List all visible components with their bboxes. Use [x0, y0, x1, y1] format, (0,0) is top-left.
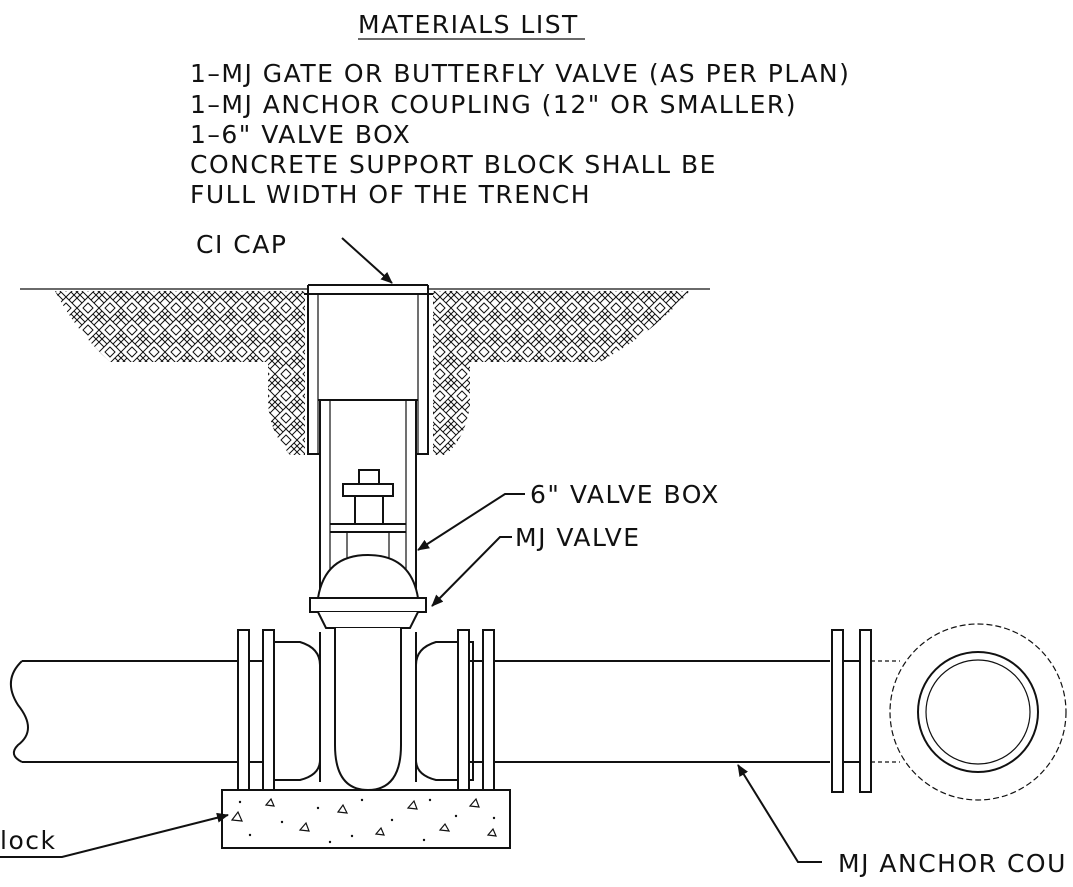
mj-valve-label: MJ VALVE — [515, 523, 641, 552]
materials-item: 1–MJ ANCHOR COUPLING (12" OR SMALLER) — [190, 90, 797, 119]
valve-box-leader — [417, 493, 525, 551]
concrete-support-block — [221, 789, 511, 849]
support-block-label: lock — [0, 826, 56, 855]
gate-wedge — [334, 628, 402, 792]
materials-item: 1–6" VALVE BOX — [190, 120, 411, 149]
valve-operator — [330, 469, 406, 570]
ci-cap-leader — [341, 237, 393, 284]
tee-outline — [889, 623, 1067, 801]
ci-cap-label: CI CAP — [196, 230, 287, 259]
materials-list: MATERIALS LIST 1–MJ GATE OR BUTTERFLY VA… — [190, 10, 850, 209]
materials-list-title: MATERIALS LIST — [358, 10, 579, 39]
mj-flange — [859, 629, 872, 793]
materials-item: CONCRETE SUPPORT BLOCK SHALL BE — [190, 150, 717, 179]
mj-flange — [831, 629, 844, 793]
mj-valve-leader — [431, 536, 512, 607]
pipe-break-symbol — [10, 660, 29, 763]
anchor-coupling-assembly — [831, 623, 1067, 801]
callouts: CI CAP 6" VALVE BOX MJ VALVE lock MJ ANC… — [0, 230, 1067, 878]
anchor-coupling-label: MJ ANCHOR COU — [838, 849, 1067, 878]
mj-flange — [457, 629, 470, 791]
tee-bore-inner — [925, 659, 1031, 765]
materials-item: 1–MJ GATE OR BUTTERFLY VALVE (AS PER PLA… — [190, 59, 850, 88]
mj-flange — [237, 629, 250, 791]
main-pipe — [10, 628, 830, 792]
valve-box-label: 6" VALVE BOX — [530, 480, 720, 509]
materials-item: FULL WIDTH OF THE TRENCH — [190, 180, 591, 209]
soil-hatch-right — [433, 291, 690, 455]
tee-bore — [917, 651, 1039, 773]
soil-hatch-left — [55, 291, 305, 455]
support-block-leader — [0, 812, 229, 858]
mj-flange — [482, 629, 495, 791]
mj-valve-body — [309, 553, 427, 629]
mj-flange — [262, 629, 275, 791]
anchor-coupling-leader — [737, 764, 822, 863]
